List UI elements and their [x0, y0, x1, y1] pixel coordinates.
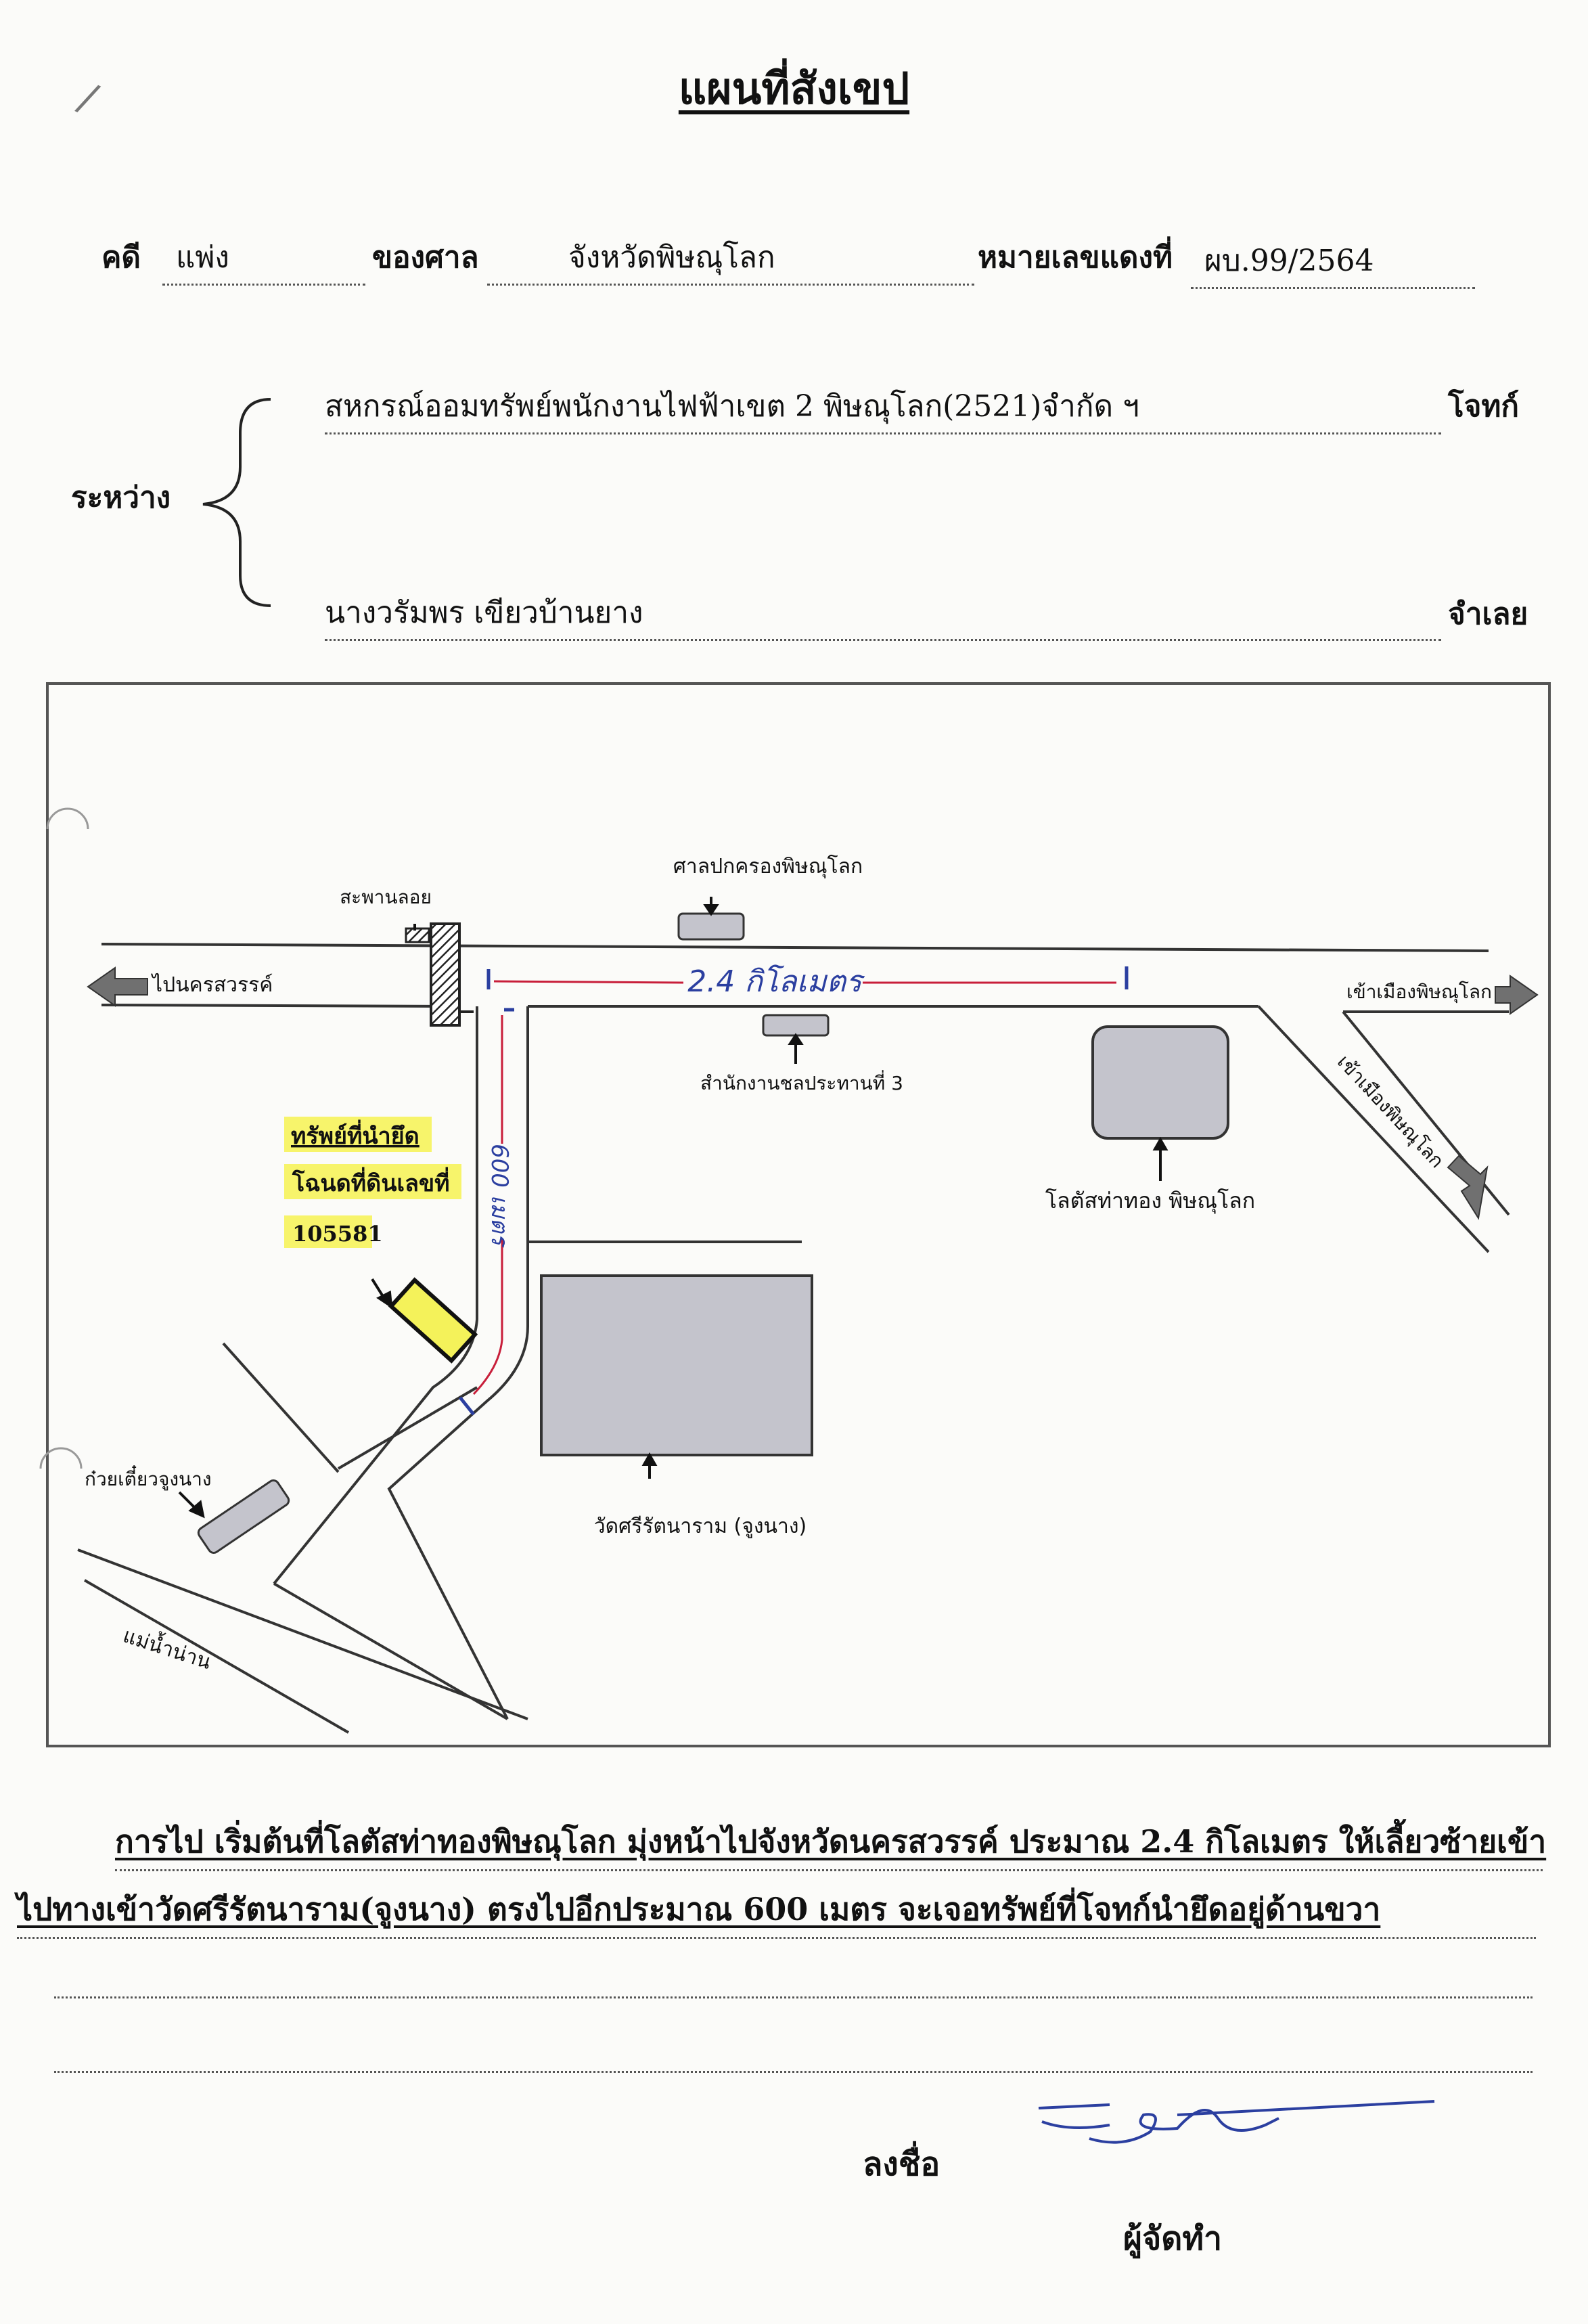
- highlight-property: [284, 1117, 432, 1152]
- plaintiff-name: สหกรณ์ออมทรัพย์พนักงานไฟฟ้าเขต 2 พิษณุโล…: [325, 382, 1441, 434]
- label-temple: วัดศรีรัตนาราม (จูงนาง): [594, 1515, 807, 1538]
- road-to-city-1: [1257, 1005, 1490, 1253]
- distance-main-marker: [486, 966, 1129, 989]
- pointer-arrows: [178, 897, 1169, 1519]
- staple-hole-2: [39, 1447, 83, 1469]
- distance-side-marker: [459, 1008, 514, 1416]
- defendant-role: จำเลย: [1448, 597, 1528, 631]
- river-bank-2: [84, 1579, 349, 1734]
- blank-line-2: [54, 2071, 1533, 2073]
- blank-line-1: [54, 1996, 1533, 1998]
- map-frame: [46, 682, 1551, 1747]
- directions-line-2: ไปทางเข้าวัดศรีรัตนาราม(จูงนาง) ตรงไปอีก…: [17, 1885, 1536, 1939]
- defendant-name: นางวรัมพร เขียวบ้านยาง: [325, 589, 1441, 641]
- label-deed: โฉนดที่ดินเลขที่: [292, 1167, 450, 1197]
- case-number-value: ผบ.99/2564: [1191, 237, 1475, 289]
- case-number-label: หมายเลขแดงที่: [978, 240, 1173, 275]
- seized-property-plot: [388, 1277, 478, 1364]
- label-lotus-store: โลตัสท่าทอง พิษณุโลก: [1045, 1188, 1255, 1214]
- highlight-deed: [284, 1164, 461, 1199]
- court-value: จังหวัดพิษณุโลก: [487, 233, 974, 286]
- signature-scribble: [1038, 2100, 1435, 2144]
- directions-line-2-text: ไปทางเข้าวัดศรีรัตนาราม(จูงนาง) ตรงไปอีก…: [17, 1891, 1381, 1927]
- soi-right-curve: [387, 1242, 529, 1720]
- label-to-nakhon-sawan: ไปนครสวรรค์: [151, 973, 273, 997]
- case-value: แพ่ง: [162, 233, 365, 286]
- party-brace: [202, 398, 271, 607]
- page-title: แผนที่สังเขป: [0, 54, 1588, 123]
- directions-line-1: การไป เริ่มต้นที่โลตัสท่าทองพิษณุโลก มุ่…: [115, 1817, 1547, 1871]
- label-deed-number: 105581: [292, 1221, 383, 1247]
- label-to-city-1: เข้าเมืองพิษณุโลก: [1346, 981, 1492, 1004]
- staple-hole-1: [46, 807, 89, 830]
- side-road-left: [222, 1342, 340, 1473]
- lotus-store-building: [1091, 1025, 1229, 1140]
- label-floating-bridge: สะพานลอย: [340, 886, 432, 908]
- arrow-to-city-diagonal: [1447, 1155, 1489, 1220]
- case-label: คดี: [101, 240, 141, 275]
- floating-bridge: [430, 922, 461, 1027]
- label-seized-property: ทรัพย์ที่นำยึด: [291, 1119, 419, 1150]
- court-label: ของศาล: [372, 240, 479, 275]
- river-bank-1: [77, 1548, 528, 1720]
- label-irrigation-office: สำนักงานชลประทานที่ 3: [700, 1070, 903, 1094]
- soi-left-curve: [273, 1319, 478, 1585]
- plaintiff-role: โจทก์: [1448, 389, 1520, 424]
- highway-bottom-edge: [101, 1004, 461, 1008]
- label-noodle-shop: ก๋วยเตี๋ยวจูงนาง: [85, 1465, 212, 1491]
- noodle-shop-building: [197, 1479, 290, 1554]
- admin-court-building: [677, 912, 745, 941]
- highway-top-edge: [101, 943, 1489, 952]
- highlight-deed-number: [284, 1215, 372, 1248]
- arrow-to-nakhon-sawan: [87, 966, 148, 1007]
- label-admin-court: ศาลปกครองพิษณุโลก: [673, 854, 863, 879]
- floating-bridge-marker: [405, 927, 430, 943]
- between-label: ระหว่าง: [71, 481, 171, 515]
- sign-label: ลงชื่อ: [863, 2145, 940, 2183]
- page-title-text: แผนที่สังเขป: [678, 64, 910, 114]
- directions-line-1-text: การไป เริ่มต้นที่โลตัสท่าทองพิษณุโลก มุ่…: [115, 1823, 1547, 1860]
- label-distance-main: 2.4 กิโลเมตร: [687, 964, 865, 999]
- temple-building: [540, 1274, 813, 1456]
- label-distance-side: 600 เมตร: [486, 1144, 513, 1248]
- irrigation-office-building: [762, 1014, 830, 1037]
- branch-road-2: [337, 1386, 478, 1470]
- arrow-to-city-right: [1495, 975, 1539, 1015]
- preparer-label: ผู้จัดทำ: [1123, 2220, 1223, 2258]
